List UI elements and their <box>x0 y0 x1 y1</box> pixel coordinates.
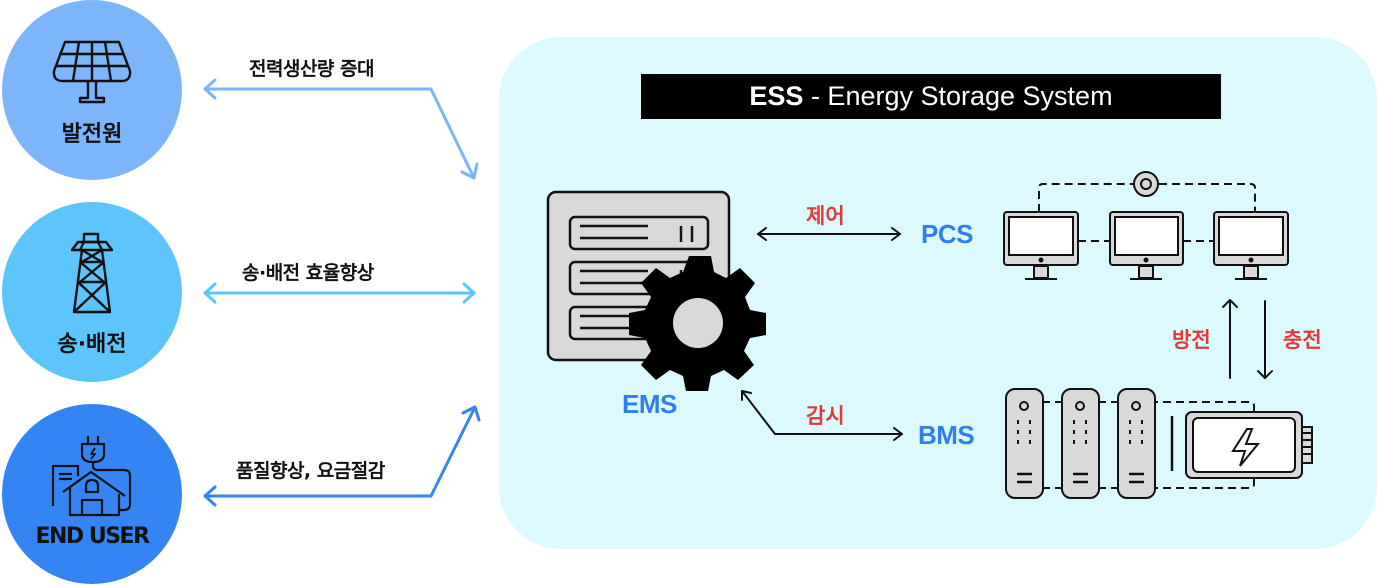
battery-rack-icon <box>1061 388 1100 499</box>
battery-rack-icon <box>1117 388 1156 499</box>
ems-label: EMS <box>622 389 677 419</box>
network-hub-icon <box>1133 171 1159 197</box>
arrow-discharge <box>1222 299 1238 379</box>
control-label: 제어 <box>806 204 845 228</box>
monitor-icon <box>1109 211 1184 280</box>
battery-rack-icon <box>1005 388 1044 499</box>
source-label: END USER <box>35 524 150 549</box>
arrow-charge <box>1257 300 1273 379</box>
charge-label: 충전 <box>1283 328 1322 352</box>
solar-panel-icon <box>52 40 132 104</box>
gear-icon <box>629 256 766 391</box>
flow-label-end-user: 품질향상, 요금절감 <box>236 460 385 482</box>
source-label: 발전원 <box>61 122 123 147</box>
monitor-icon <box>1003 211 1079 280</box>
source-power-generation: 발전원 <box>2 0 182 180</box>
arrow-monitor <box>741 390 903 441</box>
ess-title-rest: - Energy Storage System <box>803 81 1113 111</box>
discharge-label: 방전 <box>1172 328 1211 352</box>
battery-icon <box>1185 411 1313 479</box>
source-label: 송·배전 <box>57 332 127 357</box>
arrow-control <box>757 227 901 241</box>
arrow-transmission <box>203 282 476 304</box>
ess-title: ESS - Energy Storage System <box>641 74 1221 119</box>
transmission-tower-icon <box>70 232 114 314</box>
ess-title-bold: ESS <box>749 81 804 111</box>
arrow-generation <box>203 78 479 180</box>
monitor-icon <box>1213 211 1289 280</box>
flow-label-transmission: 송·배전 효율향상 <box>242 262 374 284</box>
flow-label-generation: 전력생산량 증대 <box>249 58 374 80</box>
source-end-user: END USER <box>2 404 182 584</box>
arrow-end-user <box>203 405 481 507</box>
bms-label: BMS <box>918 420 975 450</box>
house-plug-icon <box>51 436 132 517</box>
lightning-icon <box>1231 428 1261 467</box>
pcs-label: PCS <box>921 219 973 249</box>
monitor-label: 감시 <box>806 404 845 428</box>
source-transmission: 송·배전 <box>2 202 182 382</box>
